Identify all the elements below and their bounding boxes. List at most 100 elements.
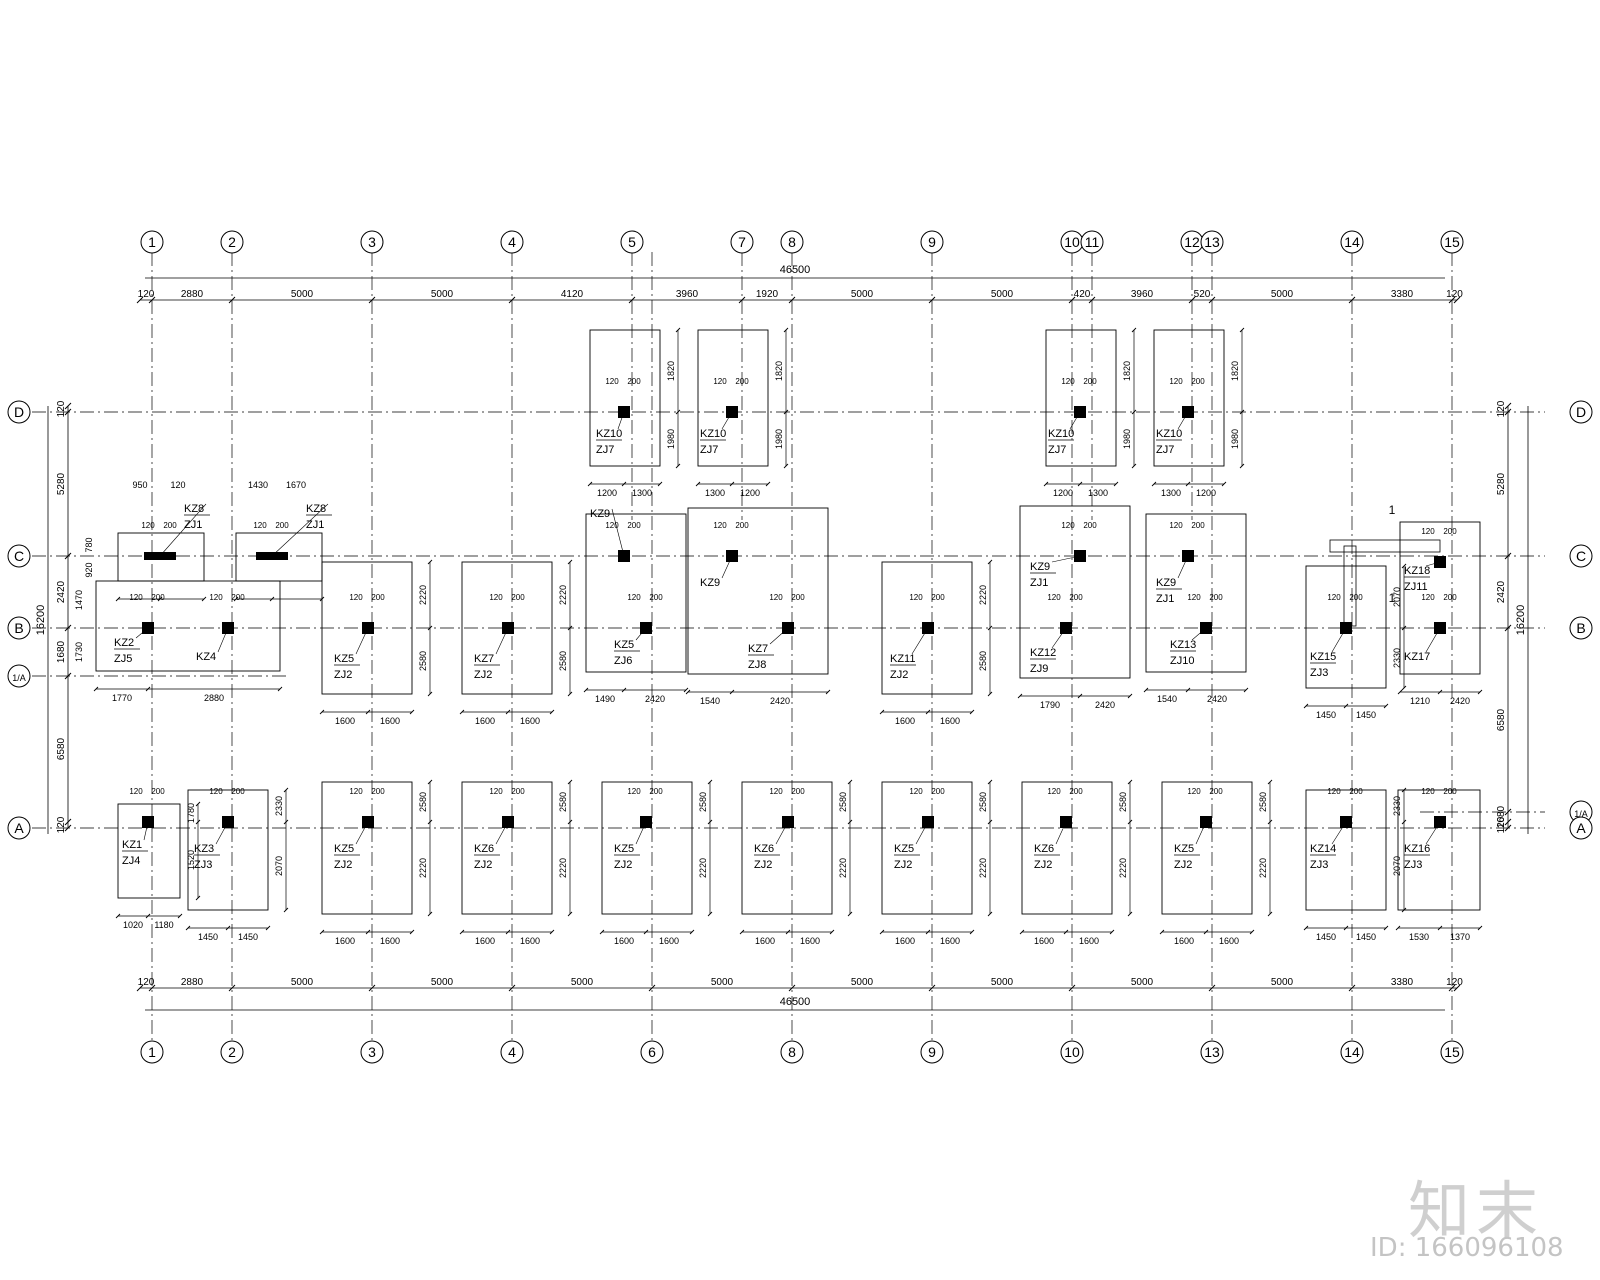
footing-dim-tick bbox=[987, 819, 993, 825]
axis-bubble-bottom: 1 bbox=[148, 1044, 156, 1060]
footing-outline bbox=[1397, 789, 1481, 911]
footing-dim-text: 1370 bbox=[1450, 932, 1470, 942]
footing-dim-tick bbox=[459, 929, 465, 935]
footing-dim-text: 1200 bbox=[1053, 488, 1073, 498]
column-offset-text: 200 bbox=[511, 787, 525, 796]
label-leader bbox=[1051, 627, 1067, 649]
dim-right-text: 2420 bbox=[1496, 580, 1507, 603]
footing-dim-tick bbox=[583, 687, 589, 693]
column-offset-text: 120 bbox=[1169, 377, 1183, 386]
footing-outline bbox=[321, 561, 413, 695]
label-leader bbox=[1195, 821, 1207, 845]
footing-dim-text: 2580 bbox=[1258, 792, 1268, 812]
dim-bottom-tick bbox=[508, 984, 516, 992]
footing-dim-text: 1450 bbox=[1356, 932, 1376, 942]
footing-dim-tick bbox=[1267, 911, 1273, 917]
dim-left-tick bbox=[64, 624, 72, 632]
footing-dim-tick bbox=[683, 687, 689, 693]
footing-dim-tick bbox=[1243, 687, 1249, 693]
label-leader bbox=[1425, 821, 1441, 845]
column-label: KZ6 bbox=[474, 843, 494, 855]
footing-dim-text: 1780 bbox=[186, 803, 196, 823]
footing-dim-text: 2420 bbox=[1450, 696, 1470, 706]
axis-bubble-left: A bbox=[14, 820, 24, 836]
footing-dim-tick bbox=[365, 709, 371, 715]
axis-bubble-left-circle bbox=[7, 400, 31, 424]
footing-dim-tick bbox=[685, 689, 691, 695]
axis-bubble-top-circle bbox=[1200, 230, 1224, 254]
label-leader bbox=[217, 627, 229, 653]
footing-label: ZJ3 bbox=[1310, 859, 1328, 871]
footing-dim-text: 1020 bbox=[123, 920, 143, 930]
footing-dim-text: 1980 bbox=[1230, 429, 1240, 449]
label-leader bbox=[635, 821, 647, 845]
dim-top-tick bbox=[1348, 296, 1356, 304]
axis-bubble-left: 1/A bbox=[12, 673, 26, 683]
column-offset-text: 200 bbox=[649, 593, 663, 602]
column-offset-text: 120 bbox=[1327, 593, 1341, 602]
footing-dim-text: 1450 bbox=[1356, 710, 1376, 720]
footing-outline bbox=[1305, 789, 1387, 911]
column-label: KZ8 bbox=[306, 503, 326, 515]
footing-dim-tick bbox=[1185, 687, 1191, 693]
column-offset-text: 200 bbox=[1443, 593, 1457, 602]
footing-label: ZJ5 bbox=[114, 653, 132, 665]
dim-bottom-text: 3380 bbox=[1391, 977, 1414, 988]
axis-bubble-top: 12 bbox=[1184, 234, 1200, 250]
column-offset-text: 200 bbox=[1443, 787, 1457, 796]
footing-dim-tick bbox=[93, 686, 99, 692]
footing-dim-text: 1530 bbox=[1409, 932, 1429, 942]
dim-right-tick bbox=[1504, 624, 1512, 632]
dim-bottom-tick bbox=[1448, 984, 1456, 992]
small-dim-text: 920 bbox=[84, 562, 94, 577]
footing-dim-text: 120 bbox=[170, 480, 185, 490]
footing-dim-text: 1300 bbox=[1161, 488, 1181, 498]
column-offset-text: 200 bbox=[931, 787, 945, 796]
dim-top-tick bbox=[148, 296, 156, 304]
footing-outline bbox=[1145, 513, 1247, 673]
footing-label: ZJ2 bbox=[1034, 859, 1052, 871]
footing-dim-tick bbox=[785, 929, 791, 935]
column-offset-text: 200 bbox=[1349, 787, 1363, 796]
column-offset-text: 120 bbox=[1047, 593, 1061, 602]
footing-dim-tick bbox=[195, 819, 201, 825]
dim-top-text: 3960 bbox=[1131, 289, 1154, 300]
footing-label: ZJ2 bbox=[334, 669, 352, 681]
column-offset-text: 120 bbox=[1187, 787, 1201, 796]
label-leader bbox=[635, 627, 647, 641]
footing-dim-text: 1180 bbox=[154, 920, 173, 930]
footing-dim-tick bbox=[987, 559, 993, 565]
footing-dim-tick bbox=[829, 929, 835, 935]
column-label: KZ15 bbox=[1310, 651, 1336, 663]
column-offset-text: 200 bbox=[151, 593, 165, 602]
footing-dim-text: 2580 bbox=[698, 792, 708, 812]
footing-outline bbox=[1161, 781, 1253, 915]
dim-bottom-tick bbox=[1348, 984, 1356, 992]
footing-label: ZJ2 bbox=[1174, 859, 1192, 871]
footing-dim-text: 1600 bbox=[335, 716, 355, 726]
dim-bottom-tick bbox=[136, 984, 144, 992]
footing-dim-tick bbox=[847, 911, 853, 917]
footing-dim-tick bbox=[621, 687, 627, 693]
label-leader bbox=[775, 821, 789, 845]
column-offset-text: 200 bbox=[1191, 521, 1205, 530]
footing-outline bbox=[881, 561, 973, 695]
footing-outline bbox=[461, 561, 553, 695]
footing-dim-tick bbox=[269, 596, 275, 602]
footing-dim-text: 1300 bbox=[632, 488, 652, 498]
footing-label: ZJ8 bbox=[748, 659, 766, 671]
footing-dim-tick bbox=[185, 925, 191, 931]
column-offset-text: 120 bbox=[1047, 787, 1061, 796]
dim-top-tick bbox=[1208, 296, 1216, 304]
dim-left-tick bbox=[64, 402, 72, 410]
column-offset-text: 120 bbox=[909, 593, 923, 602]
footing-dim-tick bbox=[427, 625, 433, 631]
footing-dim-tick bbox=[505, 929, 511, 935]
column-label: KZ9 bbox=[1156, 577, 1176, 589]
columns bbox=[142, 406, 1446, 828]
column-label: KZ1 bbox=[122, 839, 142, 851]
footing-dim-text: 2220 bbox=[1258, 858, 1268, 878]
footing-dim-text: 1430 bbox=[248, 480, 268, 490]
footing-dim-text: 2220 bbox=[558, 585, 568, 605]
footing-dim-text: 1980 bbox=[666, 429, 676, 449]
